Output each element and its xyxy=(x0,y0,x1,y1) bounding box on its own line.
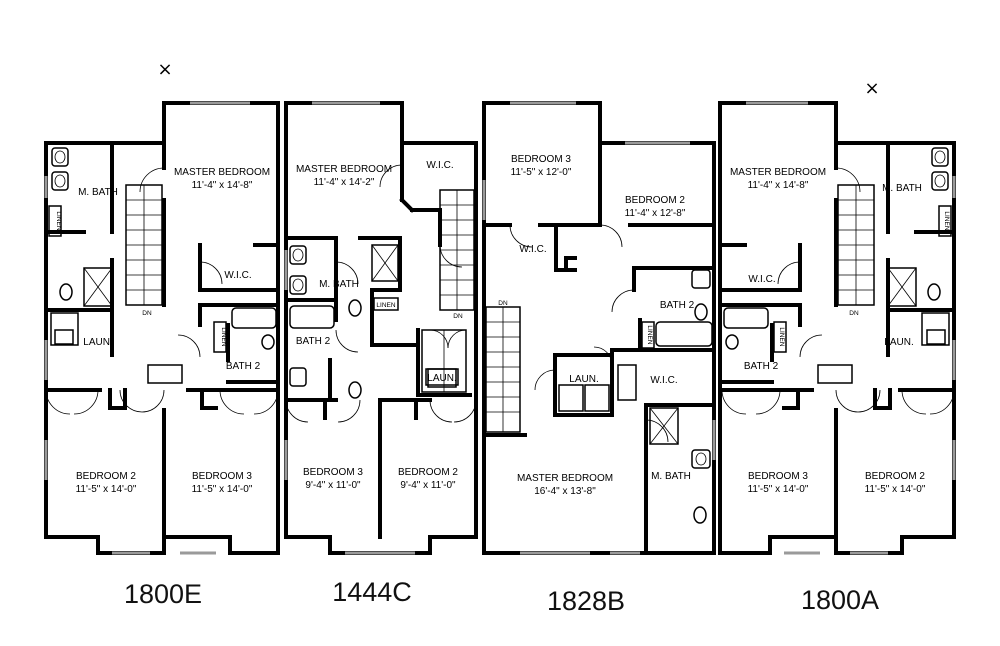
room-name: W.I.C. xyxy=(519,244,546,255)
stair-label: DN xyxy=(142,310,152,317)
room-name: BEDROOM 3 xyxy=(303,467,363,478)
room-name: W.I.C. xyxy=(426,160,453,171)
room-size: 16'-4" x 13'-8" xyxy=(534,486,596,497)
stair-label: DN xyxy=(453,313,463,320)
room-name: LINEN xyxy=(376,302,395,309)
room-name: MASTER BEDROOM xyxy=(174,167,270,178)
room-name: BATH 2 xyxy=(226,361,261,372)
room-name: LINEN xyxy=(55,211,62,230)
room-name: W.I.C. xyxy=(748,274,775,285)
room-size: 9'-4" x 11'-0" xyxy=(400,480,456,491)
room-name: BEDROOM 3 xyxy=(748,471,808,482)
room-size: 11'-5" x 14'-0" xyxy=(865,484,926,495)
room-name: BATH 2 xyxy=(660,300,695,311)
room-name: BEDROOM 3 xyxy=(511,154,571,165)
unit-1800a: MASTER BEDROOM 11'-4" x 14'-8" M. BATH W… xyxy=(718,101,956,615)
stair-label: DN xyxy=(849,310,859,317)
room-name: BATH 2 xyxy=(744,361,779,372)
room-size: 11'-4" x 14'-2" xyxy=(314,177,375,188)
room-name: M. BATH xyxy=(319,279,359,290)
room-size: 11'-5" x 14'-0" xyxy=(748,484,809,495)
room-name: W.I.C. xyxy=(650,375,677,386)
room-name: BEDROOM 3 xyxy=(192,471,252,482)
cross-mark: × xyxy=(864,78,879,99)
room-name: M. BATH xyxy=(78,187,118,198)
room-name: MASTER BEDROOM xyxy=(296,164,392,175)
room-name: LAUN. xyxy=(83,337,112,348)
room-name: BEDROOM 2 xyxy=(398,467,458,478)
room-size: 11'-5" x 12'-0" xyxy=(511,167,572,178)
unit-1800e: MASTER BEDROOM 11'-4" x 14'-8" M. BATH W… xyxy=(44,101,280,609)
room-name: BEDROOM 2 xyxy=(865,471,925,482)
unit-1828b: BEDROOM 3 11'-5" x 12'-0" BEDROOM 2 11'-… xyxy=(482,101,716,616)
room-name: LINEN xyxy=(778,327,785,346)
room-name: M. BATH xyxy=(651,471,691,482)
room-size: 11'-5" x 14'-0" xyxy=(192,484,253,495)
unit-1444c: MASTER BEDROOM 11'-4" x 14'-2" W.I.C. M.… xyxy=(284,101,478,607)
room-size: 11'-5" x 14'-0" xyxy=(76,484,137,495)
unit-label: 1444C xyxy=(332,577,412,607)
room-name: LAUN. xyxy=(884,337,913,348)
unit-label: 1800A xyxy=(801,585,879,615)
room-name: MASTER BEDROOM xyxy=(517,473,613,484)
room-size: 11'-4" x 12'-8" xyxy=(625,208,686,219)
stair-label: DN xyxy=(498,300,508,307)
room-size: 11'-4" x 14'-8" xyxy=(748,180,809,191)
room-size: 9'-4" x 11'-0" xyxy=(305,480,361,491)
room-name: LINEN xyxy=(220,327,227,346)
room-name: MASTER BEDROOM xyxy=(730,167,826,178)
room-name: LINEN xyxy=(646,325,653,344)
unit-label: 1828B xyxy=(547,586,625,616)
room-name: LAUN. xyxy=(569,374,598,385)
room-name: BATH 2 xyxy=(296,336,331,347)
room-name: M. BATH xyxy=(882,183,922,194)
room-name: LINEN xyxy=(943,211,950,230)
room-name: LAUN. xyxy=(427,373,456,384)
room-size: 11'-4" x 14'-8" xyxy=(192,180,253,191)
unit-label: 1800E xyxy=(124,579,202,609)
room-name: BEDROOM 2 xyxy=(76,471,136,482)
room-name: W.I.C. xyxy=(224,270,251,281)
cross-mark: × xyxy=(157,59,172,80)
room-name: BEDROOM 2 xyxy=(625,195,685,206)
